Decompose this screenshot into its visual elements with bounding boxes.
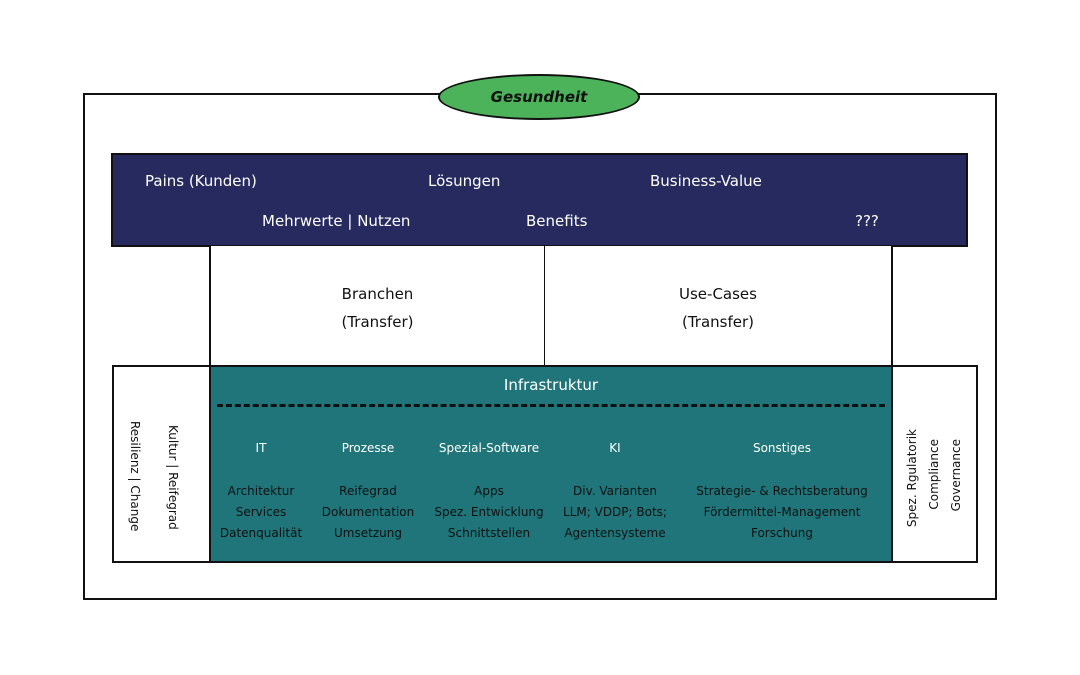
band-label-pains: Pains (Kunden) <box>145 172 257 190</box>
column-head: Spezial-Software <box>438 441 540 455</box>
column-head: Sonstiges <box>752 441 812 455</box>
column-item: Agentensysteme <box>564 526 666 540</box>
band-label-mehrwerte: Mehrwerte | Nutzen <box>262 212 411 230</box>
compliance-sidebar: Spez. Rgulatorik Compliance Governance <box>891 365 978 563</box>
column-item: Schnittstellen <box>447 526 531 540</box>
column-item: Umsetzung <box>334 526 402 540</box>
use-cases-box: Use-Cases (Transfer) <box>544 246 893 367</box>
column-item: Forschung <box>750 526 814 540</box>
branchen-title: Branchen <box>341 285 414 303</box>
governance-label: Governance <box>949 439 963 512</box>
column-head: Prozesse <box>341 441 395 455</box>
branchen-subtitle: (Transfer) <box>341 313 414 331</box>
column-item: Dokumentation <box>321 505 415 519</box>
column-item: Datenqualität <box>219 526 303 540</box>
culture-label: Kultur | Reifegrad <box>166 425 180 530</box>
column-item: Fördermittel-Management <box>703 505 861 519</box>
column-item: Div. Varianten <box>573 484 657 498</box>
regulatorik-label: Spez. Rgulatorik <box>905 429 919 528</box>
band-label-loesungen: Lösungen <box>428 172 501 190</box>
column-item: Reifegrad <box>339 484 397 498</box>
column-item: LLM; VDDP; Bots; <box>563 505 667 519</box>
column-item: Services <box>235 505 287 519</box>
dashed-divider <box>217 404 885 407</box>
title-oval: Gesundheit <box>438 74 640 120</box>
column-head: KI <box>609 441 621 455</box>
band-label-benefits: Benefits <box>526 212 588 230</box>
column-head: IT <box>255 441 267 455</box>
column-item: Architektur <box>227 484 295 498</box>
resilience-label: Resilienz | Change <box>128 421 142 532</box>
title-label: Gesundheit <box>490 88 588 106</box>
branchen-box: Branchen (Transfer) <box>209 246 546 367</box>
column-item: Strategie- & Rechtsberatung <box>696 484 868 498</box>
infrastructure-title: Infrastruktur <box>503 376 599 394</box>
value-band: Pains (Kunden) Lösungen Business-Value M… <box>111 153 968 247</box>
column-item: Apps <box>474 484 504 498</box>
use-cases-subtitle: (Transfer) <box>681 313 755 331</box>
culture-sidebar: Kultur | Reifegrad Resilienz | Change <box>112 365 211 563</box>
band-label-unknown: ??? <box>855 212 879 230</box>
use-cases-title: Use-Cases <box>679 285 757 303</box>
compliance-label: Compliance <box>927 439 941 510</box>
column-item: Spez. Entwicklung <box>434 505 544 519</box>
band-label-business-value: Business-Value <box>650 172 762 190</box>
